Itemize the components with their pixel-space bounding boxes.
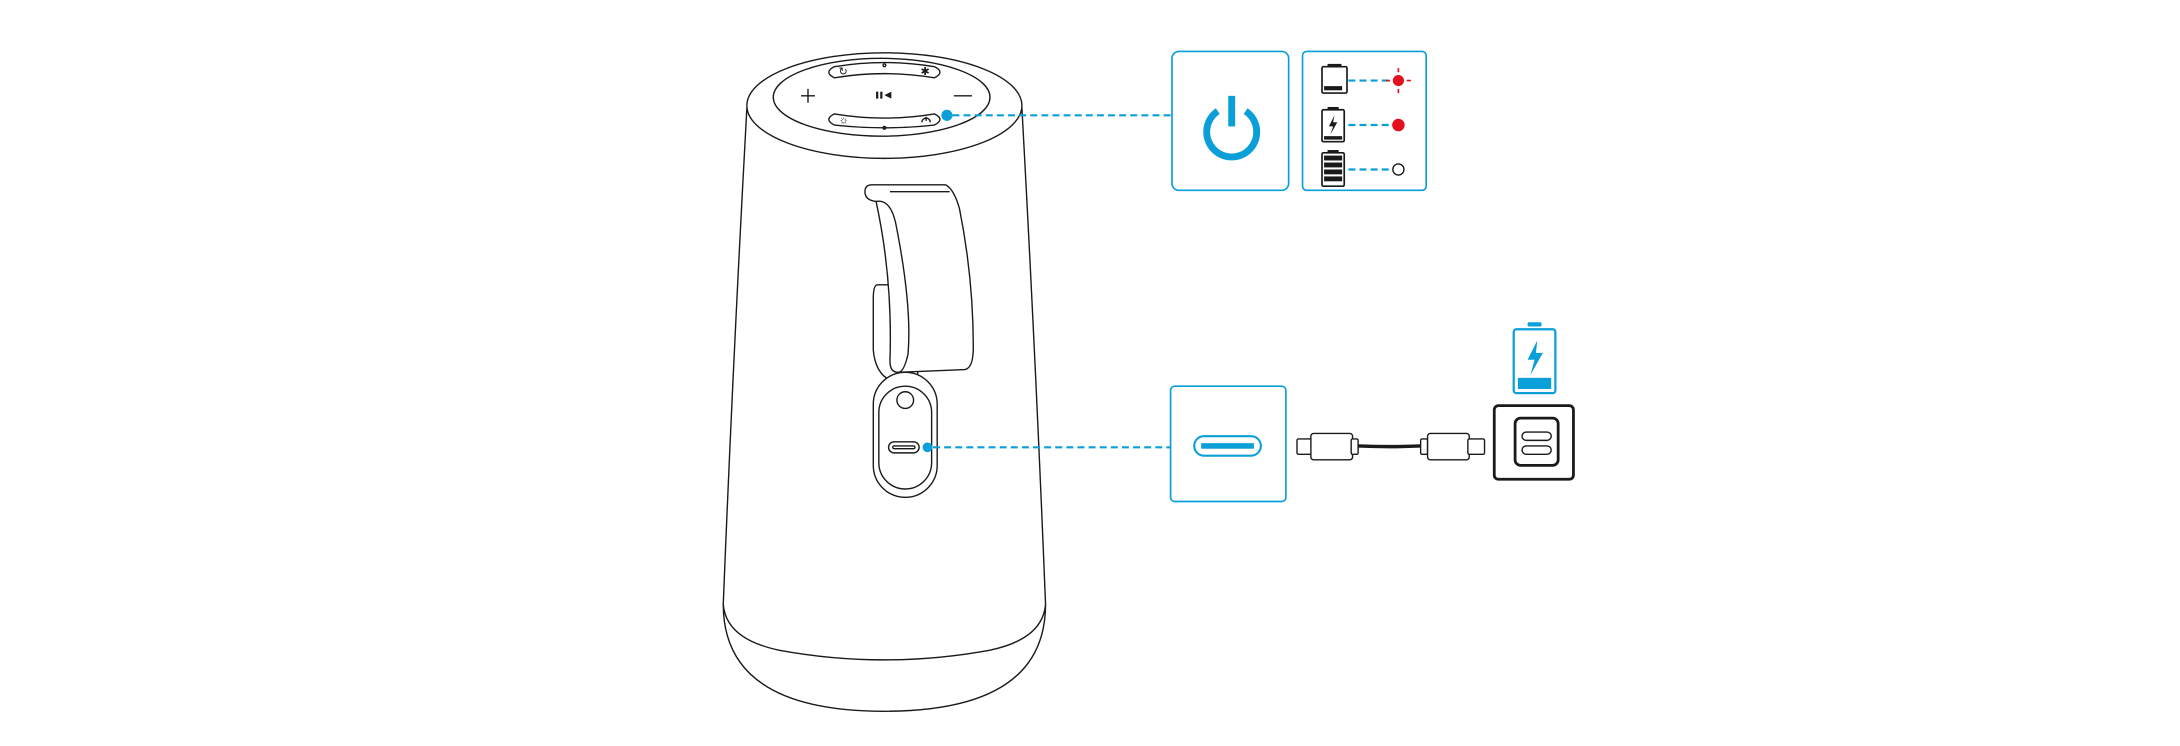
bottom-button-strip[interactable] <box>828 113 941 129</box>
plus-icon[interactable] <box>801 88 815 103</box>
strap[interactable] <box>864 184 975 374</box>
top-button-strip[interactable] <box>828 61 941 79</box>
battery-full-icon <box>1321 150 1346 187</box>
mode-icon[interactable]: ↻ <box>839 66 848 78</box>
red-solid-indicator <box>1392 118 1405 132</box>
usb-c-cable-icon <box>1296 432 1486 461</box>
power-callout-dot <box>941 109 953 121</box>
power-icon <box>1203 95 1261 161</box>
battery-status-callout <box>1301 50 1428 192</box>
bluetooth-icon[interactable]: ✱ <box>921 66 930 78</box>
speaker: ↻ ✱ ☼ <box>722 52 1047 712</box>
battery-charging-icon <box>1321 106 1346 143</box>
charging-battery-icon <box>1512 322 1557 395</box>
port-cover <box>878 385 933 490</box>
light-icon[interactable]: ☼ <box>839 115 849 127</box>
led-dot <box>882 63 887 68</box>
usb-c-port[interactable] <box>887 441 920 454</box>
callout-lines <box>922 109 1172 453</box>
red-flashing-indicator <box>1385 68 1411 94</box>
battery-low-icon <box>1321 63 1348 94</box>
usb-port-callout <box>1169 385 1287 503</box>
power-callout <box>1171 50 1290 192</box>
power-button-icon[interactable] <box>921 116 931 123</box>
led-dot <box>882 125 887 130</box>
off-indicator <box>1392 163 1405 176</box>
port-callout-dot <box>922 442 933 453</box>
aux-hole <box>896 391 915 410</box>
usb-c-port-icon <box>1193 435 1262 457</box>
dual-usb-c-charger-icon <box>1492 404 1575 481</box>
play-pause-icon[interactable] <box>876 91 892 99</box>
